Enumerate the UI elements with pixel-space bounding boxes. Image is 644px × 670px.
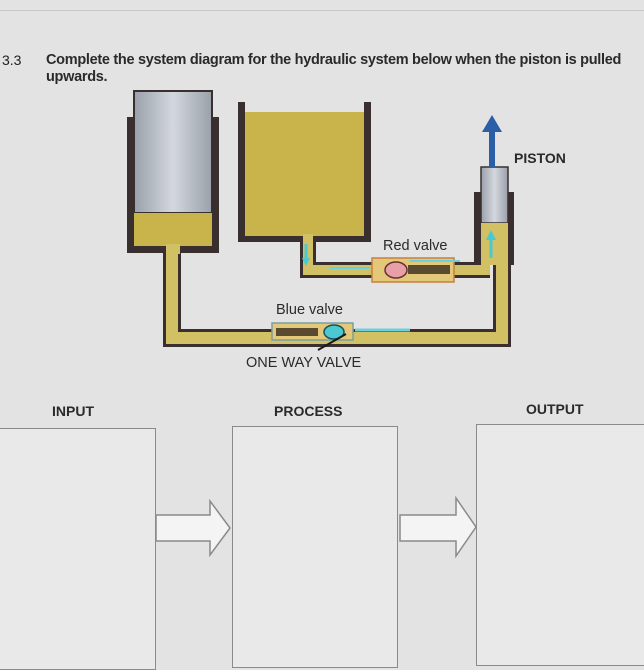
input-heading: INPUT <box>52 403 94 419</box>
input-box[interactable] <box>0 428 156 670</box>
reservoir <box>238 102 371 266</box>
piston-label: PISTON <box>514 150 566 166</box>
process-box[interactable] <box>232 426 398 668</box>
blue-valve <box>271 322 410 351</box>
arrow-input-to-process <box>155 498 231 558</box>
piston-rod <box>489 130 495 167</box>
hydraulic-diagram <box>127 90 514 559</box>
output-heading: OUTPUT <box>526 401 584 417</box>
one-way-valve-label: ONE WAY VALVE <box>246 355 362 371</box>
process-heading: PROCESS <box>274 403 343 419</box>
piston-cylinder <box>474 115 514 265</box>
red-valve <box>330 257 460 283</box>
large-cylinder <box>127 90 219 254</box>
up-arrow-icon <box>482 115 502 132</box>
divider <box>0 10 644 11</box>
arrow-process-to-output <box>399 495 477 559</box>
question-number: 3.3 <box>2 52 22 68</box>
blue-valve-label: Blue valve <box>276 302 343 318</box>
red-valve-label: Red valve <box>383 238 448 254</box>
question-text: Complete the system diagram for the hydr… <box>46 52 622 85</box>
output-box[interactable] <box>476 424 644 666</box>
